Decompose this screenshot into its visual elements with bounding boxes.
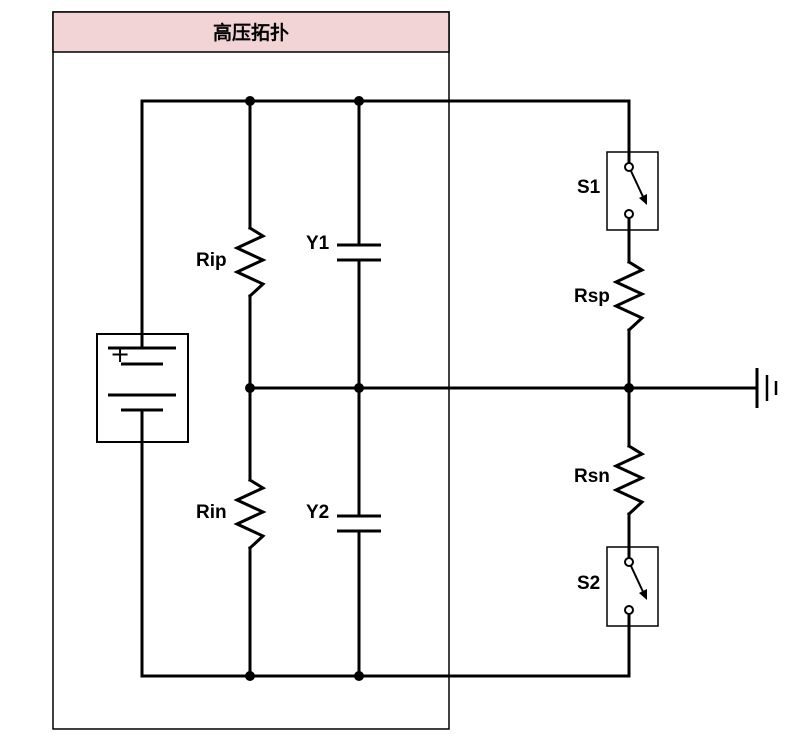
s1-switch	[606, 151, 659, 231]
s1-switch-box	[606, 151, 659, 231]
y2-label: Y2	[306, 502, 329, 523]
rsn-resistor	[612, 443, 646, 517]
rin-resistor	[233, 477, 267, 551]
s1-blade	[630, 170, 646, 202]
junction-dot	[245, 671, 255, 681]
s1-contact-top	[624, 162, 634, 172]
group-title: 高压拓扑	[213, 21, 289, 44]
junction-dot	[245, 96, 255, 106]
rsn-label: Rsn	[574, 466, 610, 487]
s2-label: S2	[577, 573, 600, 594]
battery: +	[96, 333, 189, 443]
junction-dot	[624, 383, 634, 393]
group-header	[52, 11, 450, 53]
ground-symbol	[755, 368, 778, 408]
junction-dot	[354, 383, 364, 393]
rsp-label: Rsp	[574, 286, 610, 307]
battery-plus-label: +	[110, 340, 130, 368]
y2-capacitor	[337, 514, 381, 533]
rip-label: Rip	[196, 250, 227, 271]
s1-arrow	[639, 194, 647, 205]
junction-dot	[245, 383, 255, 393]
s2-contact-top	[624, 557, 634, 567]
s2-blade	[630, 565, 646, 597]
s1-contact-bottom	[624, 209, 634, 219]
rip-resistor	[233, 225, 267, 299]
rin-label: Rin	[196, 502, 227, 523]
s1-label: S1	[577, 177, 601, 198]
y1-capacitor	[337, 243, 381, 262]
high-voltage-group: 高压拓扑	[52, 11, 450, 730]
s2-switch	[606, 546, 659, 627]
s2-switch-box	[606, 546, 659, 627]
s2-arrow	[639, 589, 647, 600]
wires	[140, 99, 757, 678]
junctions	[245, 96, 634, 681]
battery-box	[96, 333, 189, 443]
junction-dot	[354, 671, 364, 681]
s2-contact-bottom	[624, 605, 634, 615]
junction-dot	[354, 96, 364, 106]
y1-label: Y1	[306, 233, 330, 254]
rsp-resistor	[612, 259, 646, 333]
